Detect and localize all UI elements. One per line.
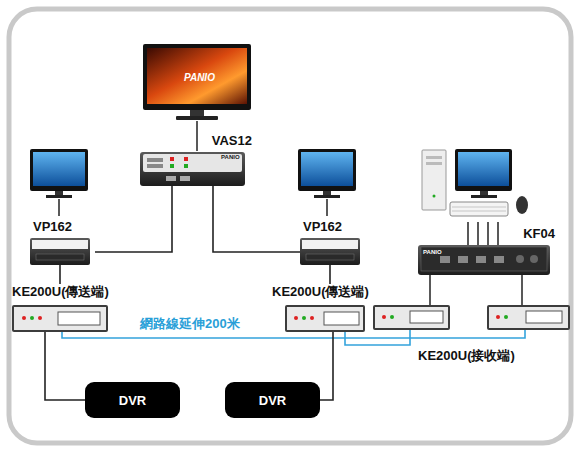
cable-connector	[320, 332, 333, 400]
device-label: VAS12	[138, 133, 252, 148]
device-label: VP162	[30, 219, 95, 234]
ke200u-transmitter	[12, 305, 108, 332]
vp162-device	[30, 238, 90, 265]
device-label: KE200U(傳送端)	[272, 284, 386, 299]
brand-logo: PANIO	[423, 249, 442, 256]
caption-label: KE200U(接收端)	[418, 349, 515, 364]
cable-connector	[95, 186, 172, 252]
vas12-device	[140, 152, 245, 186]
cable-connector	[59, 265, 61, 284]
device-label: KF04	[416, 226, 555, 241]
vp162-device	[300, 238, 360, 265]
device-box: KE200U(傳送端)	[272, 284, 386, 332]
caption-label: 網路線延伸200米	[140, 317, 240, 332]
cable-connector	[45, 332, 85, 400]
network-cable	[62, 330, 525, 345]
device-label: VP162	[300, 219, 365, 234]
device-box: KE200U(傳送端)	[12, 284, 124, 332]
left-monitor	[30, 149, 88, 216]
cable-connector	[329, 265, 331, 284]
brand-logo: PANIO	[221, 154, 240, 161]
device-box: VP162	[300, 219, 365, 265]
brand-logo: PANIO	[184, 72, 215, 84]
dvr-box: DVR	[225, 382, 320, 418]
dvr-box: DVR	[85, 382, 180, 418]
device-label: KE200U(傳送端)	[12, 284, 124, 299]
cable-connector	[213, 186, 300, 252]
middle-monitor	[298, 149, 356, 216]
ke200u-receiver	[373, 305, 450, 330]
box-label: DVR	[259, 393, 286, 408]
ke200u-receiver	[487, 305, 570, 330]
frame	[9, 9, 571, 443]
kf04-device	[418, 245, 550, 305]
device-box: VP162	[30, 219, 95, 265]
pc-workstation	[422, 149, 528, 245]
box-label: DVR	[119, 393, 146, 408]
ke200u-transmitter	[285, 305, 365, 332]
